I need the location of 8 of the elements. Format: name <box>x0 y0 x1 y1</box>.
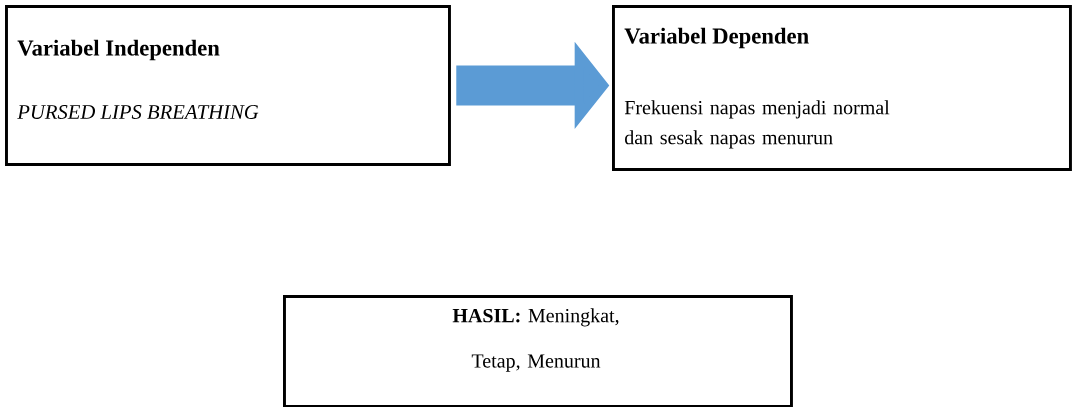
text: PURSED LIPS BREATHING <box>17 105 259 119</box>
heading: Variabel Independen <box>17 39 220 61</box>
heading: Variabel Dependen <box>624 27 809 49</box>
text: Frekuensi napas menjadi normal dan sesak napas menurun <box>624 100 890 149</box>
text-box <box>283 295 793 407</box>
text-box <box>5 5 451 166</box>
text: HASIL: Meningkat, Tetap, Menurun <box>452 308 619 372</box>
text-box <box>612 5 1072 171</box>
